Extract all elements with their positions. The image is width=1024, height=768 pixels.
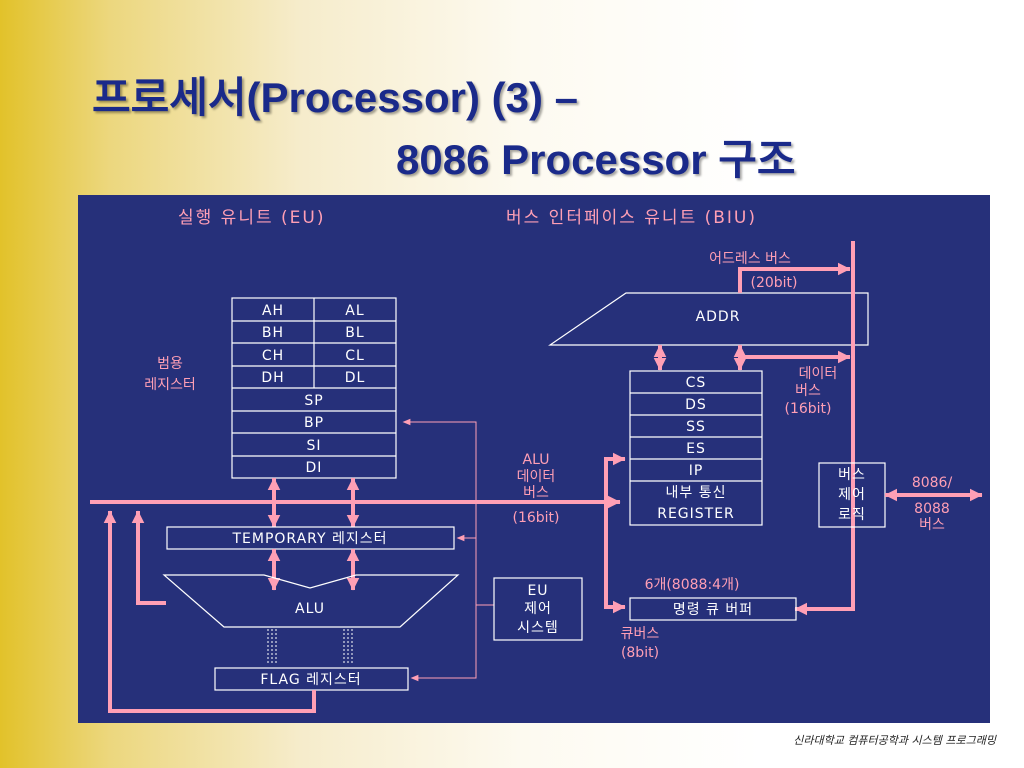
queue-bus-label-2: (8bit) bbox=[621, 645, 659, 661]
register-sp: SP bbox=[304, 393, 323, 409]
register-ss: SS bbox=[686, 419, 706, 435]
flag-register-label: FLAG 레지스터 bbox=[260, 672, 361, 688]
internal-comm-label-2: REGISTER bbox=[657, 506, 735, 522]
alu-shape bbox=[162, 574, 460, 628]
queue-bus-label-1: 큐버스 bbox=[621, 626, 660, 642]
biu-header: 버스 인터페이스 유니트 (BIU) bbox=[506, 208, 757, 228]
bus-control-line-1: 버스 bbox=[838, 467, 866, 483]
external-bus-label-3: 버스 bbox=[919, 517, 945, 533]
segment-register-block: CS DS SS ES IP 내부 통신 REGISTER bbox=[629, 370, 763, 526]
register-bp: BP bbox=[304, 415, 324, 431]
general-register-label-1: 범용 bbox=[157, 356, 183, 372]
eu-control-line-3: 시스템 bbox=[517, 620, 559, 636]
slide-title-line-2: 8086 Processor 구조 bbox=[396, 136, 796, 183]
instruction-queue-label: 명령 큐 버퍼 bbox=[673, 602, 753, 618]
alu-data-bus-label-2: 데이터 bbox=[517, 469, 556, 485]
slide-title-line-1: 프로세서(Processor) (3) – bbox=[92, 74, 579, 121]
temporary-register-label: TEMPORARY 레지스터 bbox=[231, 531, 387, 547]
register-dh: DH bbox=[261, 370, 284, 386]
register-ip: IP bbox=[689, 463, 704, 479]
alu-label: ALU bbox=[295, 601, 325, 617]
register-cs: CS bbox=[686, 375, 707, 391]
instruction-queue-box bbox=[629, 597, 797, 621]
data-bus-label-3: (16bit) bbox=[784, 401, 831, 417]
alu-data-bus-label-3: 버스 bbox=[523, 485, 549, 501]
register-dl: DL bbox=[345, 370, 366, 386]
alu-data-bus-label-4: (16bit) bbox=[512, 510, 559, 526]
register-ah: AH bbox=[262, 303, 284, 319]
eu-control-line-2: 제어 bbox=[524, 601, 552, 617]
register-bl: BL bbox=[345, 325, 364, 341]
flag-register-box bbox=[214, 667, 409, 691]
register-al: AL bbox=[345, 303, 364, 319]
register-si: SI bbox=[306, 438, 321, 454]
register-es: ES bbox=[686, 441, 706, 457]
bus-control-line-2: 제어 bbox=[838, 487, 866, 503]
general-register-label-2: 레지스터 bbox=[144, 377, 196, 393]
addr-shape bbox=[548, 292, 869, 346]
addr-label: ADDR bbox=[696, 309, 741, 325]
register-di: DI bbox=[306, 460, 323, 476]
temporary-register-box bbox=[166, 526, 455, 550]
bus-control-line-3: 로직 bbox=[838, 507, 866, 523]
register-cl: CL bbox=[345, 348, 365, 364]
external-bus-label-1: 8086/ bbox=[912, 475, 953, 491]
register-ds: DS bbox=[685, 397, 707, 413]
footer-text: 신라대학교 컴퓨터공학과 시스템 프로그래밍 bbox=[793, 734, 996, 747]
eu-control-system-box bbox=[493, 577, 583, 641]
external-bus-label-2: 8088 bbox=[914, 501, 950, 517]
address-bus-label-2: (20bit) bbox=[750, 275, 797, 291]
alu-data-bus-label-1: ALU bbox=[523, 452, 550, 468]
general-register-block: AH AL BH BL CH CL DH DL SP BP SI DI bbox=[231, 297, 397, 479]
data-bus-label-2: 버스 bbox=[795, 383, 821, 399]
internal-comm-label-1: 내부 통신 bbox=[666, 485, 727, 501]
eu-control-line-1: EU bbox=[527, 583, 548, 599]
register-ch: CH bbox=[262, 348, 284, 364]
eu-header: 실행 유니트 (EU) bbox=[178, 208, 325, 228]
register-bh: BH bbox=[262, 325, 284, 341]
queue-count-label: 6개(8088:4개) bbox=[645, 577, 740, 593]
flag-signal-lines bbox=[267, 629, 353, 665]
address-bus-label-1: 어드레스 버스 bbox=[709, 251, 791, 267]
8086-architecture-diagram: 실행 유니트 (EU) 버스 인터페이스 유니트 (BIU) AH AL BH … bbox=[78, 195, 990, 723]
data-bus-label-1: 데이터 bbox=[799, 366, 838, 382]
